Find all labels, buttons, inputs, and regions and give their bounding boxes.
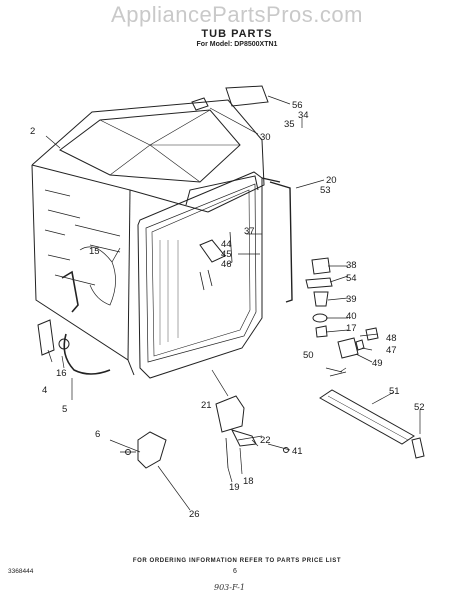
callout-26: 26 xyxy=(189,509,200,520)
callout-39: 39 xyxy=(346,294,357,305)
callout-38: 38 xyxy=(346,260,357,271)
door-seal-20 xyxy=(159,177,293,345)
drain-hose xyxy=(37,270,111,375)
diagram-title: TUB PARTS xyxy=(201,28,273,40)
callout-21: 21 xyxy=(201,400,212,411)
callout-22: 22 xyxy=(260,435,271,446)
callout-54: 54 xyxy=(346,273,357,284)
callout-34: 34 xyxy=(298,110,309,121)
page-number: 6 xyxy=(233,568,237,575)
hinge-assembly xyxy=(120,431,167,469)
ordering-note: FOR ORDERING INFORMATION REFER TO PARTS … xyxy=(132,558,342,564)
callout-16: 16 xyxy=(56,368,67,379)
callout-4: 4 xyxy=(42,385,47,396)
callout-49: 49 xyxy=(372,358,383,369)
callout-30: 30 xyxy=(260,132,271,143)
callout-19: 19 xyxy=(229,482,240,493)
watermark: AppliancePartsPros.com xyxy=(111,2,363,27)
callout-40: 40 xyxy=(346,311,357,322)
handwritten-note: 903-F-1 xyxy=(214,583,245,592)
callout-53: 53 xyxy=(320,185,331,196)
callout-6: 6 xyxy=(95,429,100,440)
callout-2: 2 xyxy=(30,126,35,137)
document-number: 3368444 xyxy=(8,568,34,575)
fill-fittings xyxy=(305,257,379,377)
callout-56: 56 xyxy=(292,100,303,111)
callout-37: 37 xyxy=(244,226,255,237)
callout-35: 35 xyxy=(284,119,295,130)
heater-bracket xyxy=(215,395,289,469)
callout-5: 5 xyxy=(62,404,67,415)
callout-17: 17 xyxy=(346,323,357,334)
callout-51: 51 xyxy=(389,386,400,397)
callout-52: 52 xyxy=(414,402,425,413)
model-line: For Model: DP8500XTN1 xyxy=(196,41,278,48)
callout-45: 45 xyxy=(221,249,232,260)
callout-41: 41 xyxy=(292,446,303,457)
callout-50: 50 xyxy=(303,350,314,361)
callout-18: 18 xyxy=(243,476,254,487)
vent-assembly xyxy=(191,85,269,291)
leader-lines xyxy=(45,95,421,511)
tub-body xyxy=(31,99,265,376)
callout-47: 47 xyxy=(386,345,397,356)
door-gasket-frame xyxy=(137,171,263,379)
callout-46: 46 xyxy=(221,259,232,270)
callout-15: 15 xyxy=(89,246,100,257)
callout-labels: 56 34 35 30 2 20 53 37 44 45 46 38 54 15… xyxy=(30,100,425,520)
callout-20: 20 xyxy=(326,175,337,186)
wire-rail-51 xyxy=(319,389,425,459)
callout-44: 44 xyxy=(221,239,232,250)
callout-48: 48 xyxy=(386,333,397,344)
